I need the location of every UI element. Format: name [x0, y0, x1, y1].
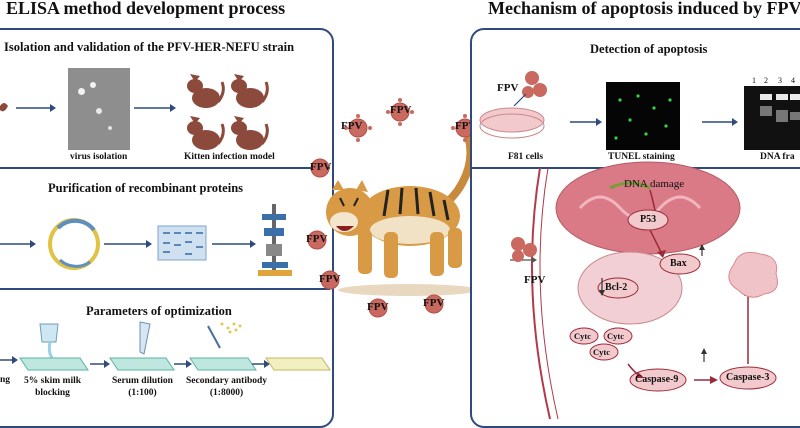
bax-label: Bax [670, 258, 687, 269]
caspase3-label: Caspase-3 [726, 372, 770, 383]
em-micrograph [68, 68, 130, 150]
cytc-label-2: Cytc [607, 331, 624, 341]
tiger-illustration [326, 125, 478, 296]
fpv-label-4: FPV [310, 161, 332, 173]
section3-title: Parameters of optimization [86, 304, 232, 318]
p53-label: P53 [640, 214, 657, 225]
step2-label: Serum dilution(1:100) [112, 376, 173, 398]
kitten-icons [187, 74, 269, 150]
f81-cells-label: F81 cells [508, 152, 544, 162]
tunel-label: TUNEL staining [608, 152, 675, 162]
section2-graphics [0, 204, 292, 276]
lane-1: 1 [752, 76, 756, 85]
bcl2-label: Bcl-2 [605, 282, 628, 293]
dna-damage-label: DNA damage [624, 178, 685, 190]
fpv-label-8: FPV [319, 273, 341, 285]
fpv-label-2: FPV [390, 104, 412, 116]
kitten-model-label: Kitten infection model [184, 152, 275, 162]
pathway-graphics [510, 161, 778, 420]
lane-3: 3 [778, 76, 782, 85]
dna-frag-label: DNA fra [760, 152, 795, 162]
cytc-label-3: Cytc [593, 347, 610, 357]
right-title: Mechanism of apoptosis induced by FPV in… [488, 0, 800, 18]
lane-4: 4 [791, 76, 795, 85]
section3-graphics [0, 321, 331, 371]
fpv-top-label: FPV [497, 82, 519, 94]
apoptosis-detection-title: Detection of apoptosis [590, 42, 708, 56]
fpv-label-10: FPV [367, 301, 389, 313]
fpv-bottom-label: FPV [524, 274, 546, 286]
section2-title: Purification of recombinant proteins [48, 181, 244, 195]
cytc-label-1: Cytc [574, 331, 591, 341]
divider-1 [0, 167, 330, 169]
section1-title: Isolation and validation of the PFV-HER-… [4, 40, 295, 54]
step3-label: Secondary antibody(1:8000) [186, 376, 268, 398]
fpv-label-11: FPV [423, 297, 445, 309]
lane-2: 2 [764, 76, 768, 85]
caspase9-label: Caspase-9 [635, 374, 679, 385]
left-title: ELISA method development process [6, 0, 286, 18]
detection-graphics [479, 71, 800, 150]
fpv-label-7: FPV [306, 233, 328, 245]
divider-2 [0, 288, 330, 290]
step-partial-label: ng [0, 375, 11, 385]
section1-arrows [0, 103, 176, 112]
fpv-label-1: FPV [341, 120, 363, 132]
virus-isolation-label: virus isolation [70, 152, 128, 162]
